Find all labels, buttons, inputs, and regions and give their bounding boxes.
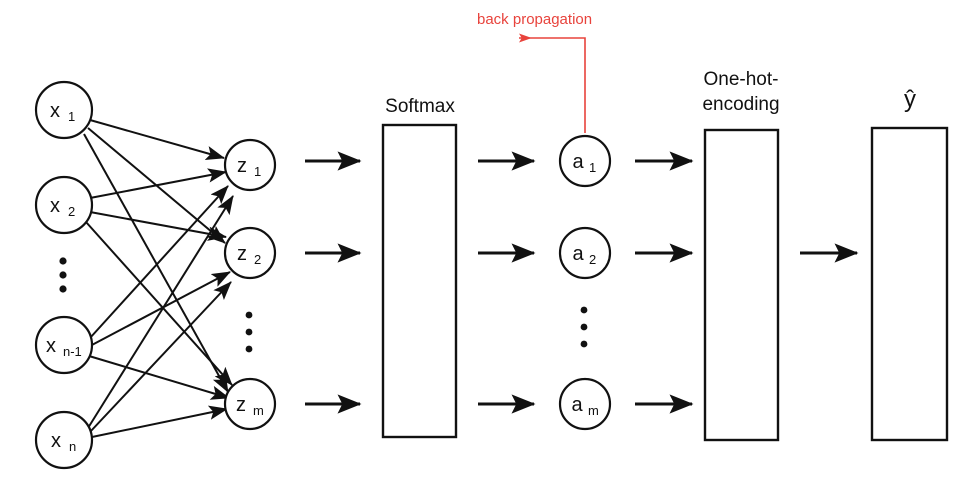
node-am-label: a xyxy=(571,394,583,416)
back-propagation-annotation: back propagation xyxy=(477,11,592,133)
node-zm: z m xyxy=(223,377,277,431)
node-xn-label: x xyxy=(51,430,61,452)
node-z1-label: z xyxy=(237,155,247,177)
node-x2-subscript: 2 xyxy=(68,204,75,219)
node-z1: z 1 xyxy=(223,138,277,192)
node-x2-label: x xyxy=(50,195,60,217)
z-ellipsis xyxy=(245,311,253,353)
node-x1-subscript: 1 xyxy=(68,109,75,124)
input-ellipsis xyxy=(59,257,67,293)
node-z2: z 2 xyxy=(223,226,277,280)
node-circle xyxy=(34,175,94,235)
node-xn-subscript: n xyxy=(69,439,76,454)
a-to-onehot-arrows xyxy=(635,151,694,414)
a-layer: a 1 a 2 a m xyxy=(558,134,612,431)
node-circle xyxy=(558,377,612,431)
ellipsis-dot xyxy=(59,271,67,279)
node-circle xyxy=(558,134,612,188)
ellipsis-dot xyxy=(59,257,67,265)
onehot-label-line1: One-hot- xyxy=(704,69,779,90)
edge-x2-z2 xyxy=(89,211,227,241)
node-zm-label: z xyxy=(236,394,246,416)
a-ellipsis xyxy=(580,306,588,348)
node-circle xyxy=(558,226,612,280)
ellipsis-dot xyxy=(245,311,253,319)
edge-x2-z1 xyxy=(89,168,227,199)
onehot-block: One-hot- encoding xyxy=(702,69,780,442)
node-circle xyxy=(223,226,277,280)
back-propagation-arrow xyxy=(519,33,586,133)
ellipsis-dot xyxy=(245,345,253,353)
node-a1-label: a xyxy=(572,151,584,173)
input-to-z-edges xyxy=(83,119,234,438)
node-zm-subscript: m xyxy=(253,403,264,418)
edge-xn1-z1 xyxy=(89,185,229,339)
node-x2: x 2 xyxy=(34,175,94,235)
edge-xn1-z2 xyxy=(89,271,231,347)
node-am: a m xyxy=(558,377,612,431)
node-a2-label: a xyxy=(572,243,584,265)
softmax-label: Softmax xyxy=(385,96,455,117)
node-circle xyxy=(223,377,277,431)
output-block: ŷ xyxy=(870,86,949,442)
ellipsis-dot xyxy=(580,306,588,314)
node-x1-label: x xyxy=(50,100,60,122)
edge-xn-z2 xyxy=(89,281,232,433)
node-a1: a 1 xyxy=(558,134,612,188)
ellipsis-dot xyxy=(580,340,588,348)
node-circle xyxy=(223,138,277,192)
edge-xn1-zm xyxy=(88,355,230,400)
edge-xn-z1 xyxy=(87,195,234,429)
node-x1: x 1 xyxy=(34,80,94,140)
edge-x2-zm xyxy=(85,221,233,386)
node-xn-1-subscript: n-1 xyxy=(63,344,82,359)
edge-xn-zm xyxy=(91,405,228,438)
node-a1-subscript: 1 xyxy=(589,160,596,175)
edge-x1-zm xyxy=(83,133,229,393)
ellipsis-dot xyxy=(59,285,67,293)
z-to-softmax-arrows xyxy=(305,151,362,414)
node-xn: x n xyxy=(34,410,94,470)
node-circle xyxy=(34,80,94,140)
node-z1-subscript: 1 xyxy=(254,164,261,179)
node-xn-1-label: x xyxy=(46,335,56,357)
softmax-to-a-arrows xyxy=(478,151,536,414)
node-circle xyxy=(34,410,94,470)
ellipsis-dot xyxy=(580,323,588,331)
node-z2-label: z xyxy=(237,243,247,265)
edge-x1-z1 xyxy=(89,119,225,161)
back-propagation-label: back propagation xyxy=(477,11,592,28)
z-layer: z 1 z 2 z m xyxy=(223,138,277,431)
softmax-block: Softmax xyxy=(381,96,458,439)
node-a2: a 2 xyxy=(558,226,612,280)
node-xn-1: x n-1 xyxy=(34,315,94,375)
node-z2-subscript: 2 xyxy=(254,252,261,267)
node-am-subscript: m xyxy=(588,403,599,418)
onehot-box xyxy=(703,128,780,442)
onehot-label-line2: encoding xyxy=(702,94,779,115)
node-a2-subscript: 2 xyxy=(589,252,596,267)
node-circle xyxy=(34,315,94,375)
input-layer: x 1 x 2 x n-1 x n xyxy=(34,80,94,470)
output-label: ŷ xyxy=(904,86,916,113)
softmax-box xyxy=(381,123,458,439)
ellipsis-dot xyxy=(245,328,253,336)
output-box xyxy=(870,126,949,442)
